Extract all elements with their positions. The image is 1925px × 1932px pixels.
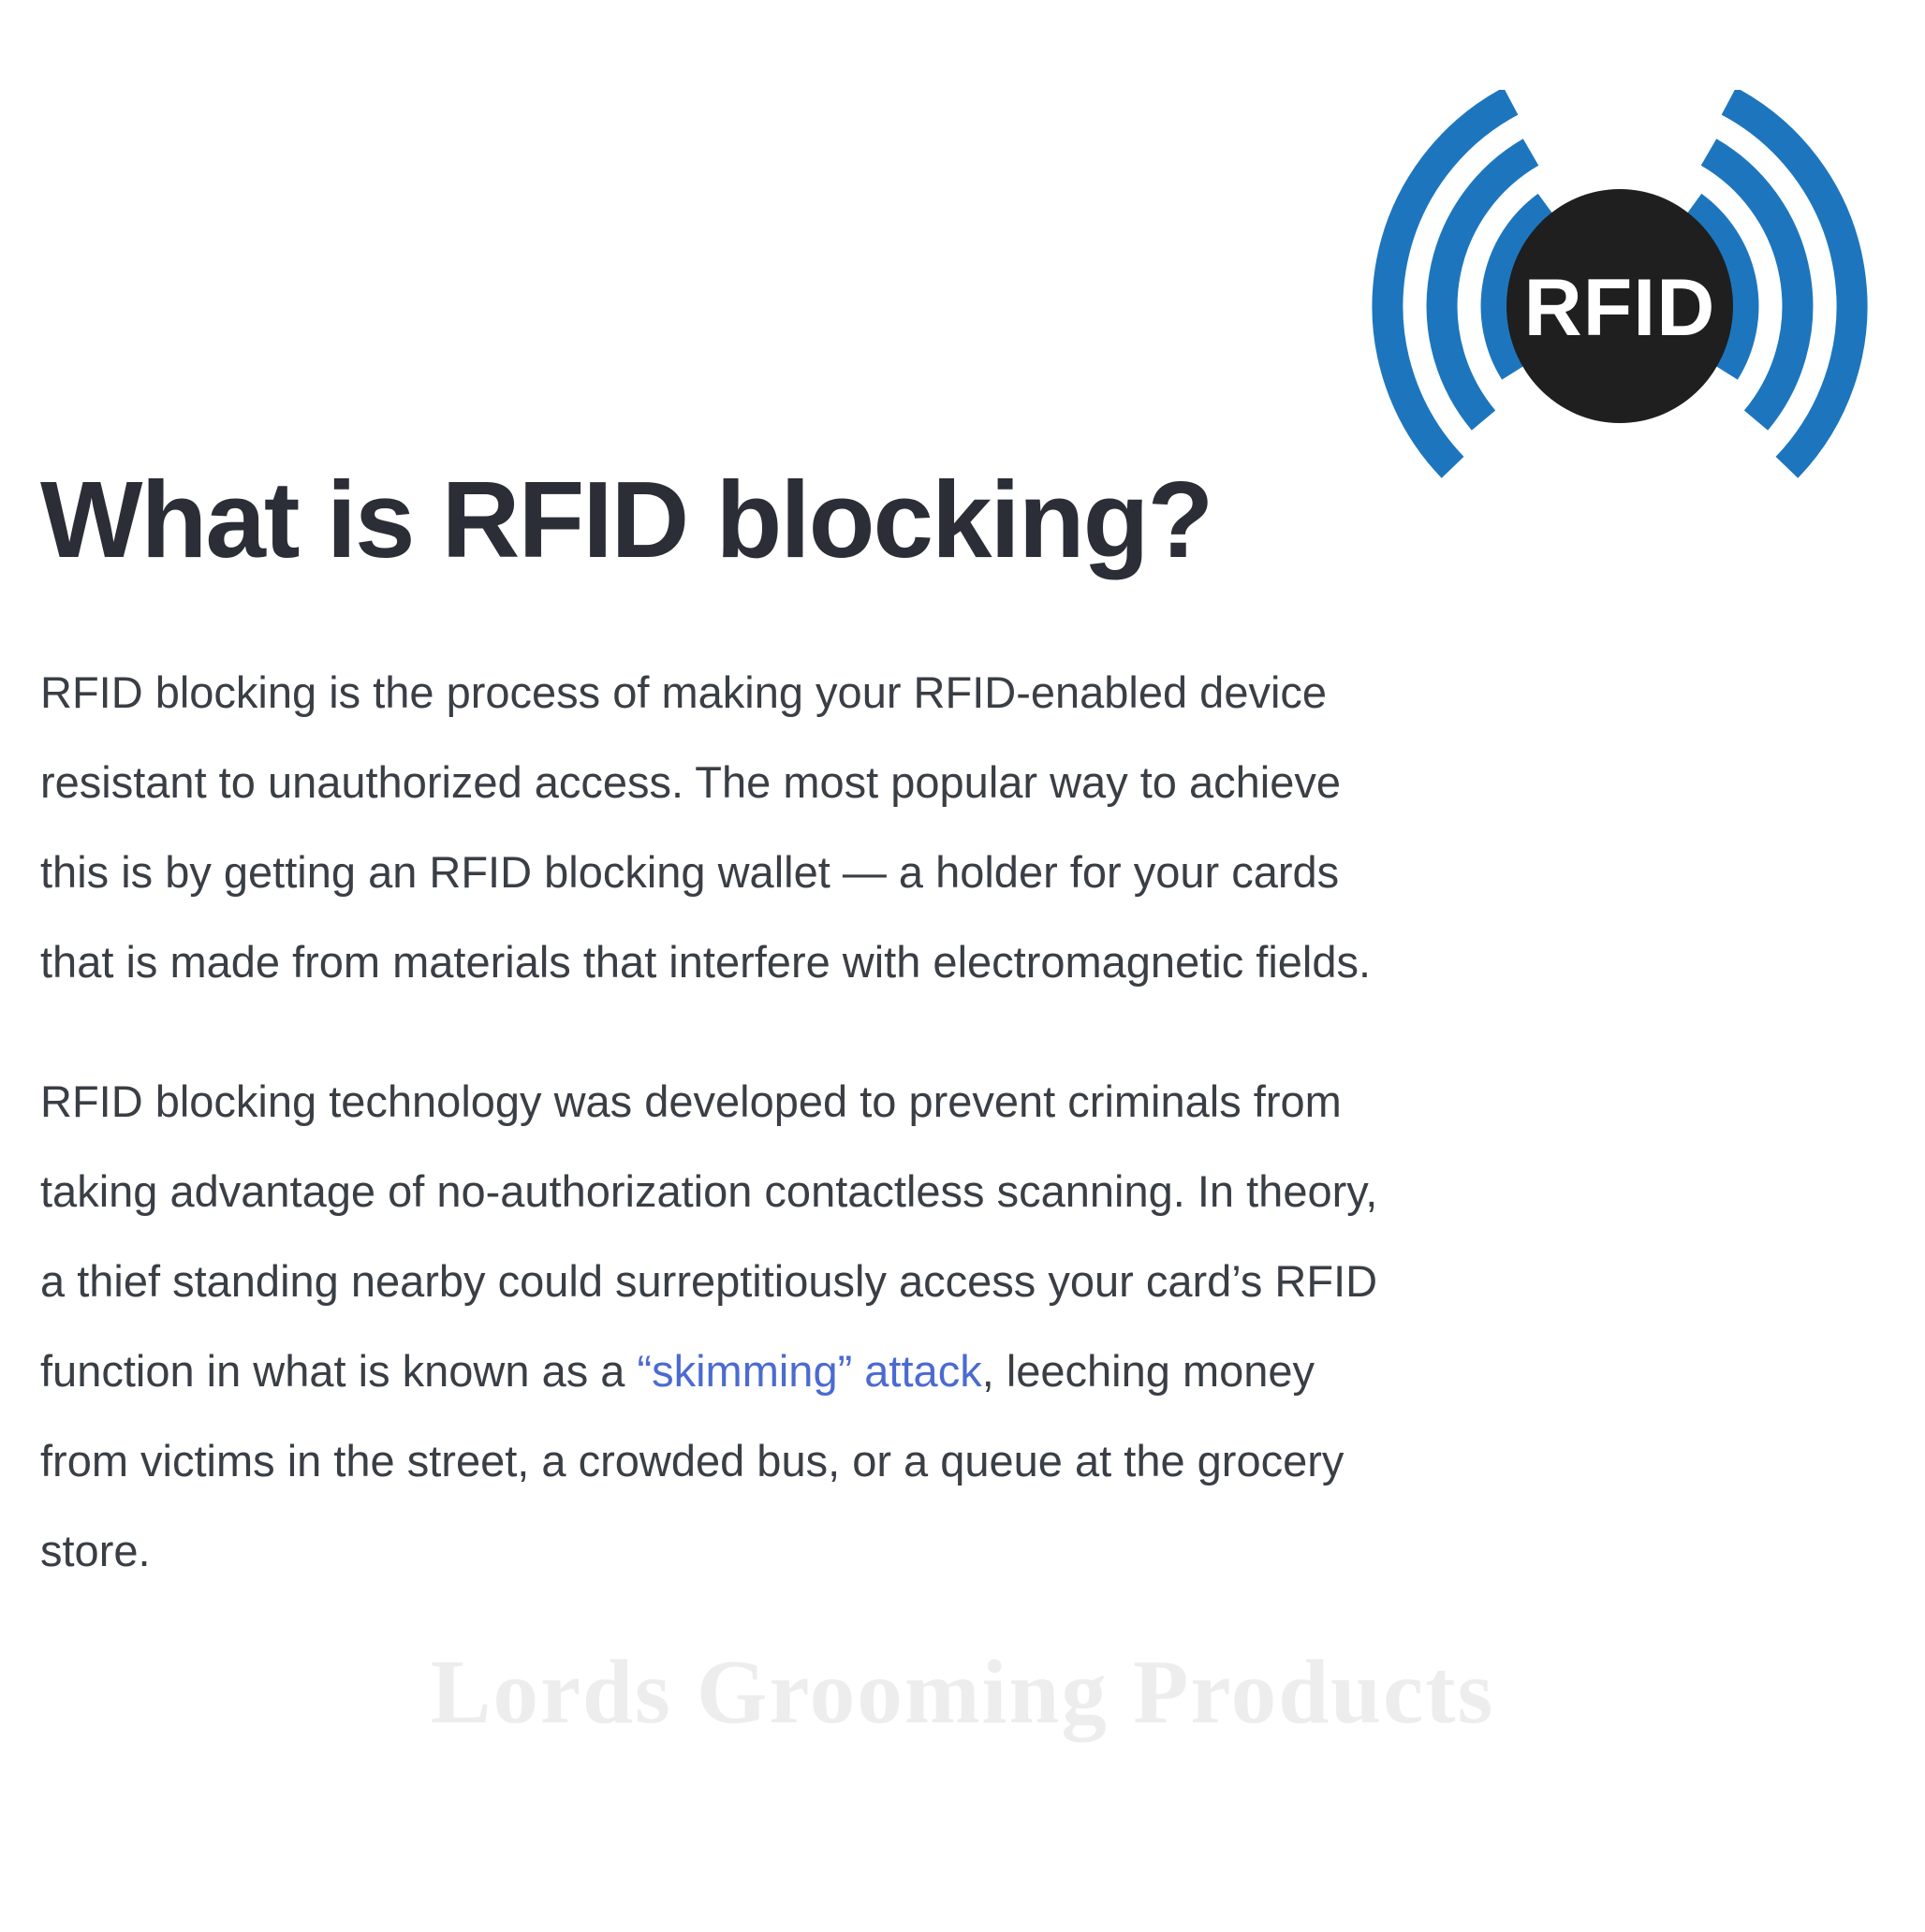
signal-arc-left-outer	[1372, 90, 1519, 478]
rfid-badge-circle	[1506, 189, 1733, 423]
paragraph-line: a thief standing nearby could surreptiti…	[40, 1256, 1378, 1306]
link-line-after: , leeching money	[981, 1346, 1315, 1396]
rfid-signal-icon: RFID	[1372, 90, 1868, 478]
rfid-logo: RFID	[1346, 90, 1885, 483]
watermark-text: Lords Grooming Products	[430, 1642, 1495, 1742]
paragraph-line: resistant to unauthorized access. The mo…	[40, 757, 1342, 807]
page-title: What is RFID blocking?	[40, 459, 1213, 580]
paragraph-rfid-definition: RFID blocking is the process of making y…	[40, 648, 1520, 1007]
rfid-badge-label: RFID	[1524, 263, 1716, 353]
paragraph-line: RFID blocking is the process of making y…	[40, 667, 1328, 717]
paragraph-line: store.	[40, 1526, 151, 1575]
link-line-before: function in what is known as a	[40, 1346, 638, 1396]
skimming-attack-link[interactable]: “skimming” attack	[637, 1346, 982, 1396]
signal-arc-left-inner	[1480, 193, 1557, 380]
paragraph-line: this is by getting an RFID blocking wall…	[40, 847, 1340, 897]
signal-arc-right-middle	[1700, 139, 1814, 431]
paragraph-line: RFID blocking technology was developed t…	[40, 1076, 1342, 1126]
paragraph-line: taking advantage of no-authorization con…	[40, 1166, 1378, 1216]
paragraph-line-with-link: function in what is known as a “skimming…	[40, 1326, 1520, 1416]
paragraph-line: from victims in the street, a crowded bu…	[40, 1436, 1345, 1486]
signal-arc-left-middle	[1426, 139, 1539, 431]
paragraph-skimming: RFID blocking technology was developed t…	[40, 1057, 1520, 1596]
paragraph-line: that is made from materials that interfe…	[40, 937, 1372, 987]
signal-arc-right-inner	[1683, 193, 1759, 380]
signal-arc-right-outer	[1721, 90, 1868, 478]
